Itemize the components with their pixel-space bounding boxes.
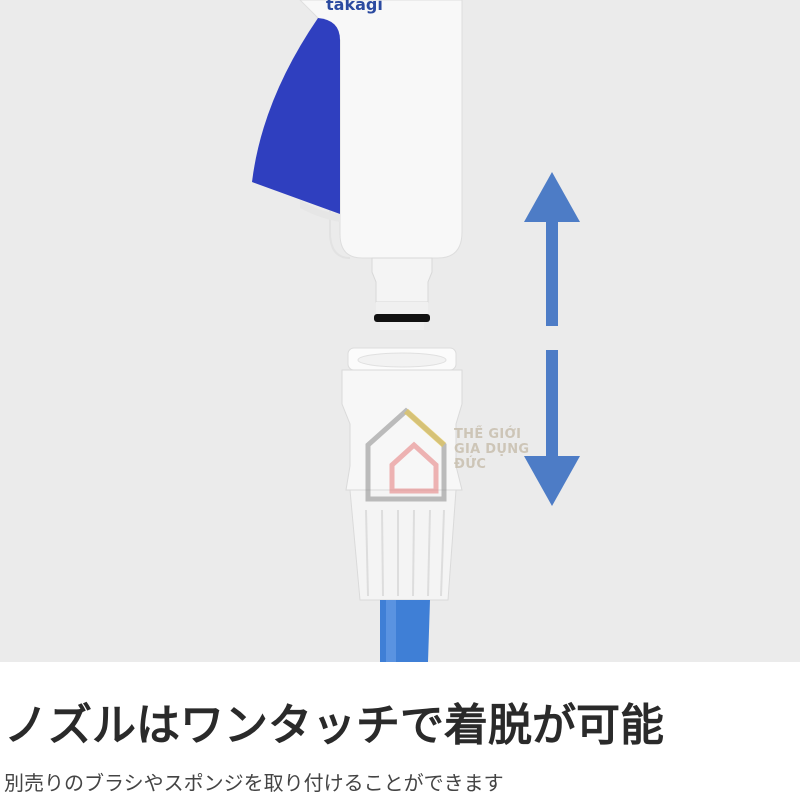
connector-plug [371, 257, 433, 330]
down-arrow-icon [524, 350, 580, 506]
subheadline: 別売りのブラシやスポンジを取り付けることができます [4, 771, 504, 795]
trigger-handle [252, 18, 340, 214]
watermark-line-1: THẾ GIỚI [454, 427, 522, 442]
product-photo: takagi [0, 0, 800, 662]
watermark-line-2: GIA DỤNG [454, 442, 530, 457]
caption-area: ノズルはワンタッチで着脱が可能 別売りのブラシやスポンジを取り付けることができま… [0, 662, 800, 800]
photo-illustration: takagi [252, 0, 580, 662]
watermark-house-icon [365, 407, 447, 502]
headline: ノズルはワンタッチで着脱が可能 [4, 700, 664, 751]
up-arrow-icon [524, 172, 580, 326]
watermark-line-3: ĐỨC [454, 457, 487, 472]
watermark: THẾ GIỚI GIA DỤNG ĐỨC [362, 405, 562, 505]
brand-logo: takagi [326, 0, 383, 14]
